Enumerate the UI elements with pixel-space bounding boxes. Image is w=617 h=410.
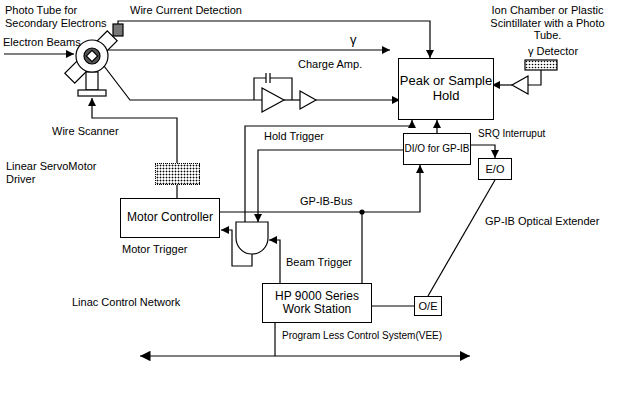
box-caption: Linear ServoMotor Driver xyxy=(6,160,101,185)
photo-tube-signal-wire xyxy=(118,21,430,58)
sample-hold-box: Peak or Sample Hold xyxy=(398,58,494,120)
network-label: Linac Control Network xyxy=(72,296,180,309)
motor-trigger-label: Motor Trigger xyxy=(122,243,187,256)
software-label: Program Less Control System(VEE) xyxy=(282,330,442,342)
oe-converter-box: O/E xyxy=(414,296,442,316)
ion-chamber-label: Ion Chamber or Plastic Scintillater with… xyxy=(490,4,605,42)
buffer-amp-symbol xyxy=(300,91,316,109)
charge-amp-symbol xyxy=(262,88,284,112)
scanner-stand xyxy=(86,72,98,90)
hold-trigger-label: Hold Trigger xyxy=(264,130,324,143)
connector xyxy=(428,180,495,296)
beam-trigger-label: Beam Trigger xyxy=(286,256,352,269)
scanner-base xyxy=(78,90,106,96)
detector-amp-symbol xyxy=(512,76,528,94)
motor-controller-box: Motor Controller xyxy=(120,198,220,238)
gamma-arrow xyxy=(108,49,390,50)
capacitor-plate xyxy=(265,73,266,83)
detector-wire xyxy=(528,70,541,85)
electron-beam-label: Electron Beams xyxy=(3,36,81,49)
photo-tube xyxy=(113,24,123,36)
gamma-detector-symbol xyxy=(525,60,557,70)
box-text: HP 9000 Series Work Station xyxy=(263,290,371,317)
wire-scanner-label: Wire Scanner xyxy=(52,125,119,138)
beam-trigger-line xyxy=(269,240,280,283)
box-text: Motor Controller xyxy=(127,211,213,224)
connector xyxy=(176,185,177,198)
detector-signal-line xyxy=(492,84,512,85)
feedback-line xyxy=(270,78,292,100)
connector xyxy=(220,165,420,212)
wire-current-label: Wire Current Detection xyxy=(130,4,242,17)
network-line xyxy=(140,355,470,357)
photo-tube-label: Photo Tube for Secondary Electrons xyxy=(5,4,117,29)
and-gate-symbol xyxy=(236,222,268,254)
box-text: E/O xyxy=(486,163,505,175)
dio-box: DI/O for GP-IB xyxy=(403,133,471,165)
hold-trigger-line xyxy=(245,120,412,222)
connector xyxy=(436,120,437,133)
motor-trigger-line xyxy=(221,230,252,266)
bus-link-line xyxy=(361,212,362,283)
scanner-wire xyxy=(86,50,97,61)
box-text: DI/O for GP-IB xyxy=(404,143,469,154)
feedback-line xyxy=(254,78,266,100)
servo-driver-box: Linear ServoMotor Driver xyxy=(155,163,200,185)
connector xyxy=(471,145,495,158)
scanner-wire-frame xyxy=(84,48,100,64)
scanner-chamber xyxy=(76,40,108,72)
bus-label: GP-IB-Bus xyxy=(300,195,353,208)
electron-beam-arrow xyxy=(4,53,74,54)
box-text: Peak or Sample Hold xyxy=(399,74,493,103)
gamma-label: γ xyxy=(350,33,357,48)
amp-output-line xyxy=(316,99,400,100)
edge-label: SRQ Interruput xyxy=(477,128,546,140)
optical-extender-label: GP-IB Optical Extender xyxy=(485,215,599,228)
box-text: O/E xyxy=(419,300,438,312)
connector xyxy=(372,305,414,306)
gamma-detector-label: γ Detector xyxy=(528,45,578,58)
wire-signal-line xyxy=(104,66,262,100)
charge-amp-label: Charge Amp. xyxy=(298,58,362,71)
gate-input-line xyxy=(258,150,405,222)
workstation-box: HP 9000 Series Work Station xyxy=(262,283,372,323)
eo-converter-box: E/O xyxy=(478,158,512,180)
network-drop-line xyxy=(274,323,275,356)
